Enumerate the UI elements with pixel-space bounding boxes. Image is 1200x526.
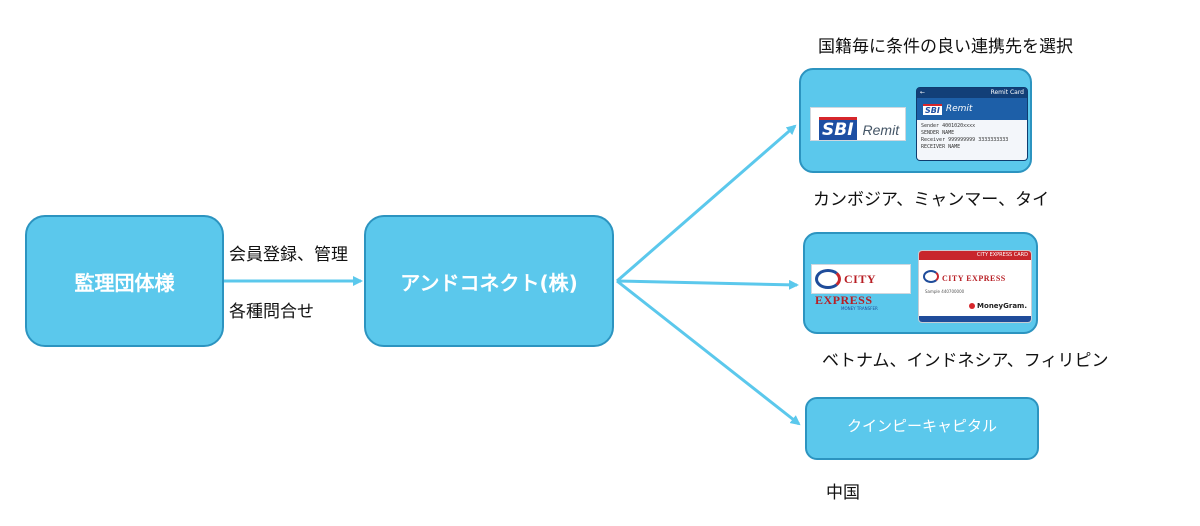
edge-label-top: 会員登録、管理 — [229, 245, 348, 265]
city-express-logo-panel: CITY EXPRESS MONEY TRANSFER — [811, 264, 911, 311]
city-express-swoosh-icon — [815, 268, 841, 289]
moneygram-dot-icon — [969, 303, 976, 309]
company-node-label: アンドコネクト(株) — [400, 270, 578, 295]
company-node: アンドコネクト(株) — [364, 215, 614, 347]
partner3-countries: 中国 — [826, 483, 860, 503]
city-express-logo-sub: MONEY TRANSFER — [841, 305, 878, 311]
arrow-company-to-partner1 — [616, 124, 797, 283]
city-express-card-image: CITY EXPRESS CARD CITY EXPRESS Sample 44… — [918, 250, 1032, 323]
partner3-label: クインピーキャピタル — [846, 417, 997, 435]
sbi-card-line: Sender 4001020xxxx — [921, 123, 976, 129]
ce-card-swoosh-icon — [923, 270, 939, 283]
sbi-logo-mark: SBI — [819, 117, 857, 140]
moneygram-logo: MoneyGram. — [969, 302, 1027, 310]
client-node: 監理団体様 — [25, 215, 224, 347]
sbi-card-title: Remit Card — [990, 89, 1024, 96]
client-node-label: 監理団体様 — [74, 270, 175, 295]
edge-label-bottom: 各種問合せ — [229, 302, 314, 322]
sbi-remit-logo-panel: SBI Remit — [810, 107, 906, 141]
ce-card-logo: CITY EXPRESS — [942, 274, 1006, 283]
arrow-company-to-partner2 — [616, 279, 799, 290]
city-express-logo-text: CITY EXPRESS — [815, 272, 876, 307]
partner1-countries: カンボジア、ミャンマー、タイ — [813, 190, 1050, 210]
partner-node-city-express: CITY EXPRESS MONEY TRANSFER CITY EXPRESS… — [803, 232, 1038, 334]
sbi-logo-word: Remit — [862, 122, 900, 138]
sbi-card-word: Remit — [945, 104, 973, 114]
sbi-card-line: SENDER NAME — [921, 130, 955, 136]
sbi-card-info: Sender 4001020xxxx SENDER NAME Receiver … — [917, 120, 1027, 160]
ce-card-title: CITY EXPRESS CARD — [919, 251, 1031, 260]
city-express-logo: CITY EXPRESS — [815, 268, 907, 308]
partner2-countries: ベトナム、インドネシア、フィリピン — [822, 351, 1109, 371]
sbi-remit-logo: SBI Remit — [819, 117, 899, 140]
ce-card-line: Sample 440700000 — [925, 289, 965, 294]
partner-heading: 国籍毎に条件の良い連携先を選択 — [818, 37, 1073, 57]
sbi-card-line: RECEIVER NAME — [921, 144, 961, 150]
arrow-company-to-partner3 — [616, 279, 801, 426]
sbi-remit-card-image: ← Remit Card SBI Remit Sender 4001020xxx… — [916, 87, 1028, 161]
partner-node-sbi-remit: SBI Remit ← Remit Card SBI Remit Sender … — [799, 68, 1032, 173]
card-back-icon: ← — [920, 89, 926, 96]
ce-card-bottom-bar — [919, 316, 1031, 322]
partner-node-quinpie-capital: クインピーキャピタル — [805, 397, 1039, 460]
moneygram-text: MoneyGram. — [977, 302, 1027, 310]
sbi-card-line: Receiver 999999999 3333333333 — [921, 137, 1009, 143]
sbi-card-mark: SBI — [923, 103, 942, 115]
